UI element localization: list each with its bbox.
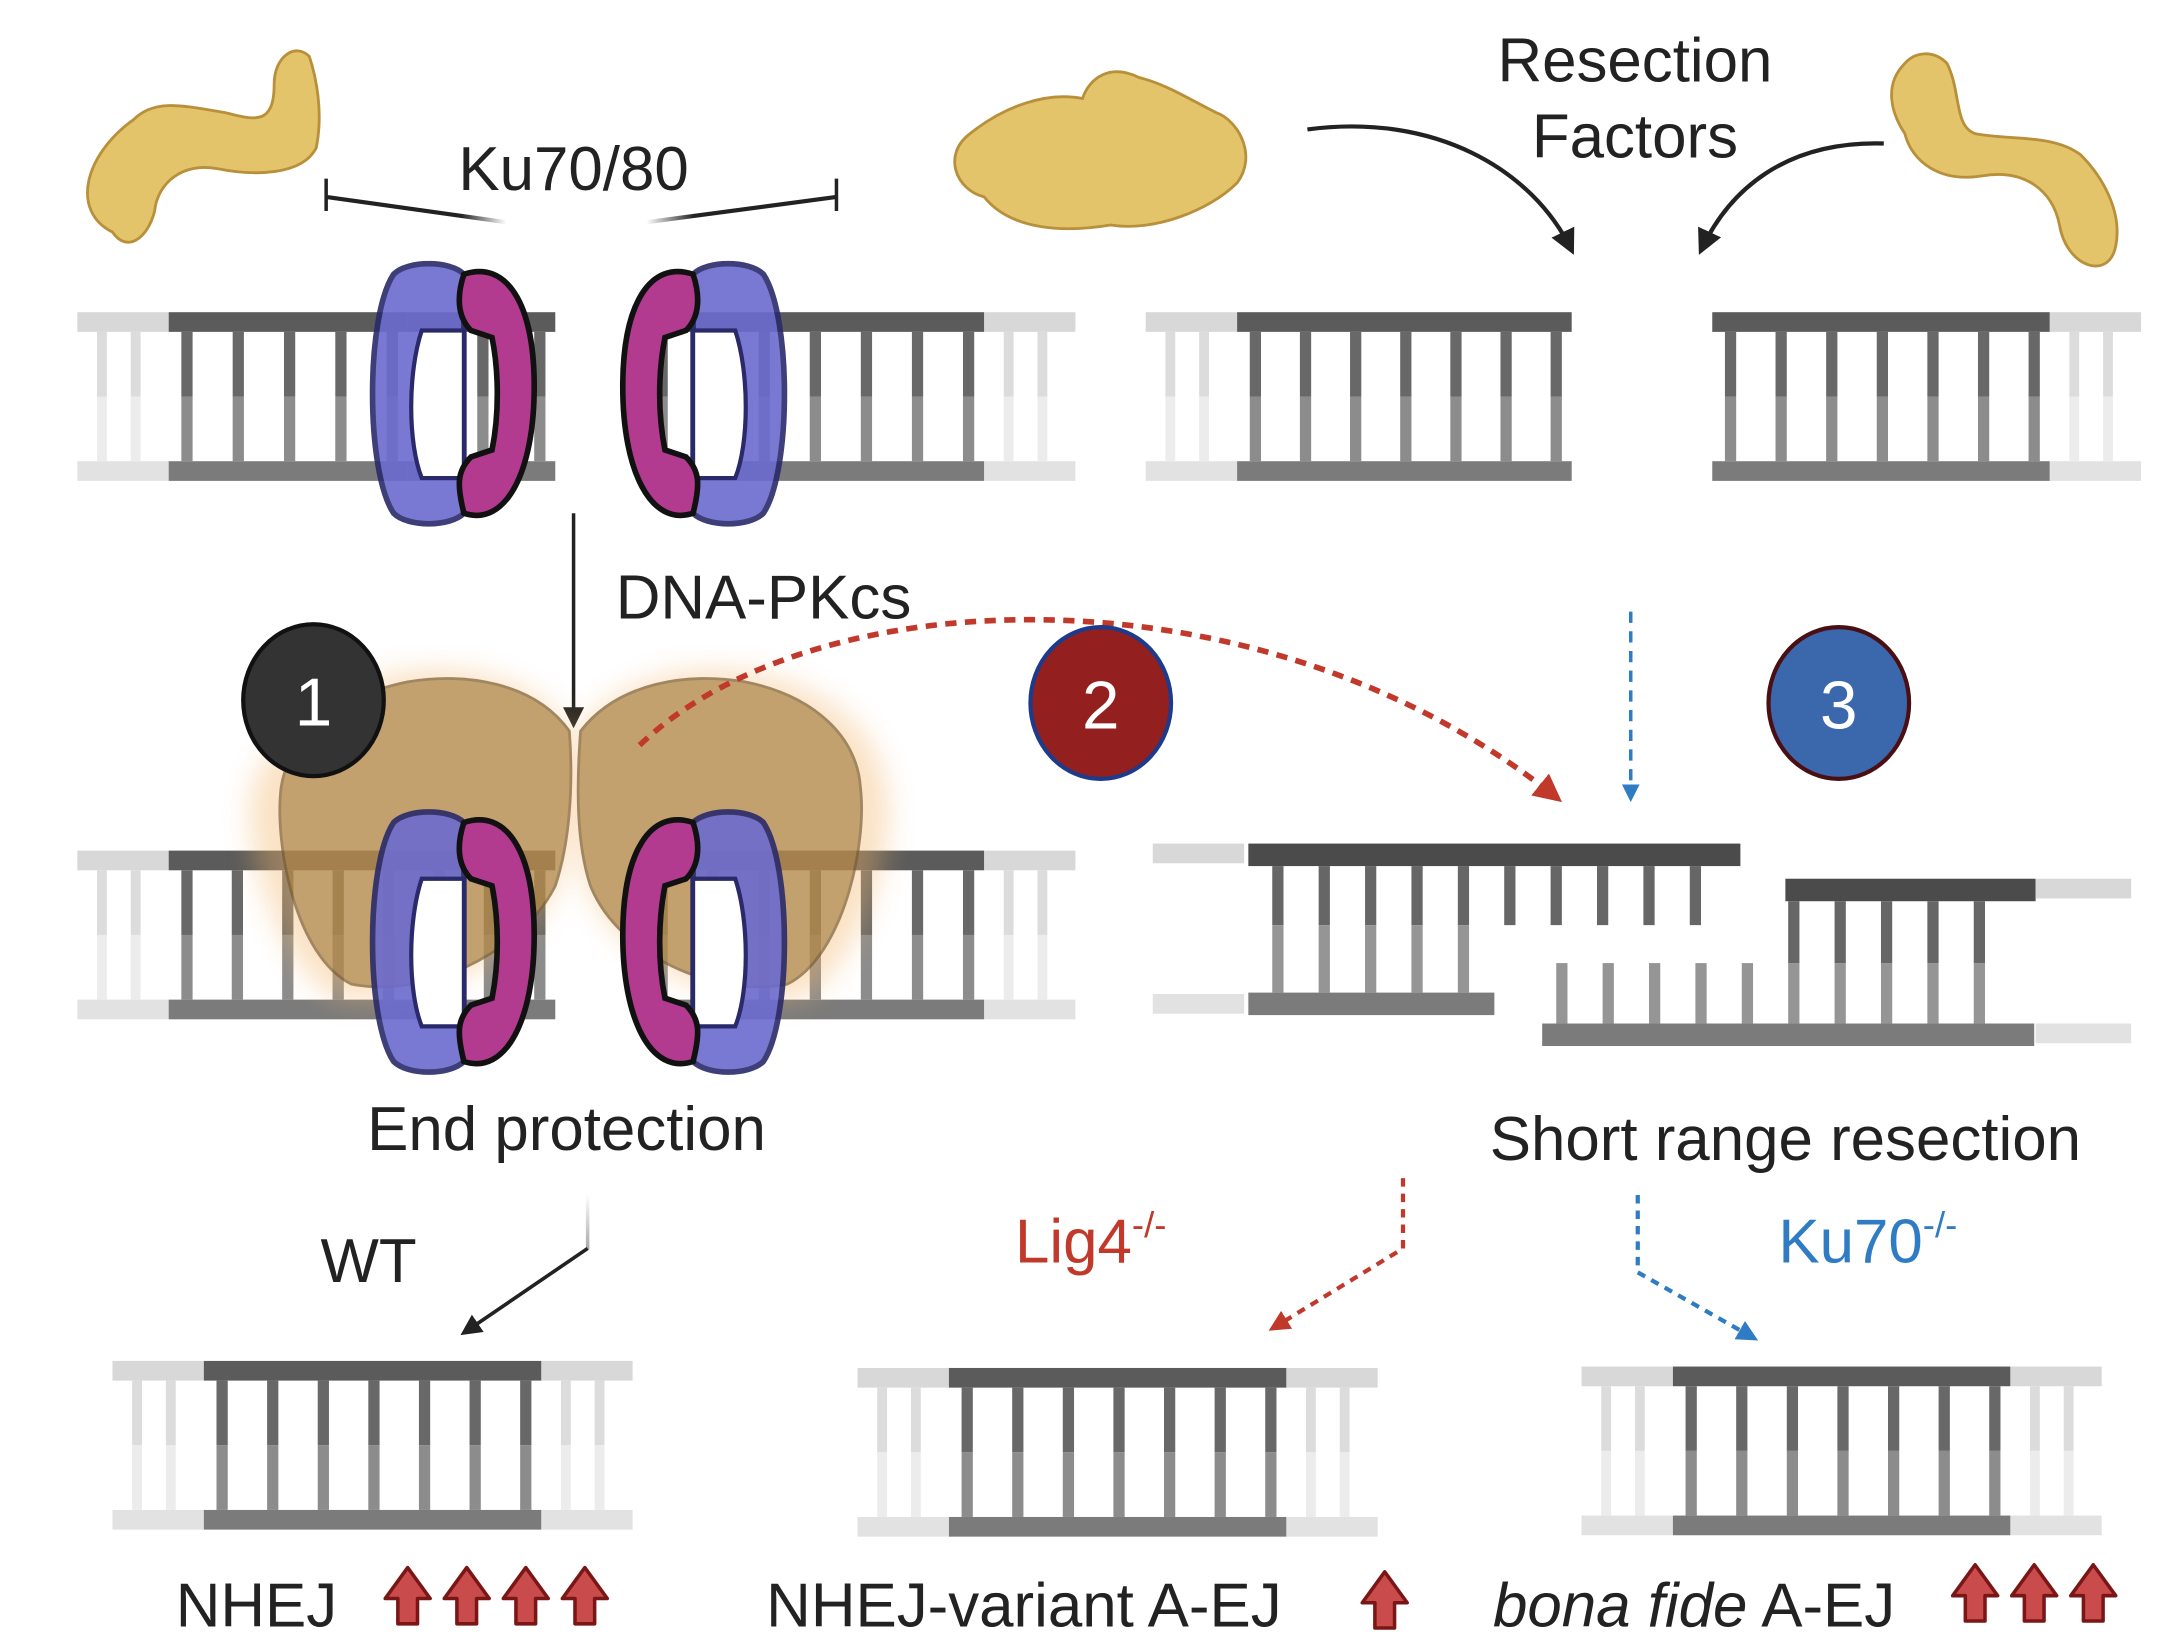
ku70-arrow xyxy=(1635,1195,1759,1341)
resection-factors-label-line2: Factors xyxy=(1532,103,1738,172)
step-1-badge: 1 xyxy=(241,622,386,779)
increase-arrow-icon xyxy=(501,1565,551,1626)
dna-outcome-nhej-variant xyxy=(857,1367,1378,1537)
ku-label: Ku70/80 xyxy=(458,135,688,204)
resection-arrow-right xyxy=(1698,141,1884,255)
increase-arrow-icon xyxy=(383,1565,432,1626)
resection-arrow-left xyxy=(1307,124,1575,255)
wt-arrow-head xyxy=(460,1247,589,1336)
outcome-nhej-variant-label: NHEJ-variant A-EJ xyxy=(766,1572,1282,1641)
increase-arrow-icon xyxy=(2068,1563,2118,1623)
resection-protein-blob-left xyxy=(953,70,1248,231)
dna-top-left-end xyxy=(77,312,408,481)
resection-factors-label-line1: Resection xyxy=(1497,27,1772,96)
svg-text:1: 1 xyxy=(295,665,333,740)
ku-heterodimer-top xyxy=(369,260,788,527)
wt-arrow xyxy=(462,1195,590,1335)
ku-protein-blob-left xyxy=(86,49,321,244)
ku70-label: Ku70-/- xyxy=(1778,1204,1957,1276)
step-2-badge: 2 xyxy=(1028,624,1174,782)
svg-text:3: 3 xyxy=(1820,668,1858,743)
outcome-bona-fide-label: bona fide A-EJ xyxy=(1493,1572,1895,1641)
wt-label: WT xyxy=(321,1227,417,1296)
increase-arrow-icon xyxy=(2009,1563,2059,1623)
dna-outcome-nhej xyxy=(112,1360,633,1530)
dna-resected-ends xyxy=(1152,843,2132,1047)
ku-bracket-left xyxy=(325,194,507,225)
lig4-label: Lig4-/- xyxy=(1015,1204,1166,1276)
increase-arrow-icon xyxy=(1360,1570,1409,1630)
outcome-nhej-label: NHEJ xyxy=(176,1572,338,1641)
dna-outcome-bona-fide xyxy=(1581,1366,2102,1536)
end-protection-label: End protection xyxy=(367,1095,766,1164)
svg-text:2: 2 xyxy=(1082,668,1120,743)
dnapkcs-label: DNA-PKcs xyxy=(616,564,912,633)
short-range-resection-label: Short range resection xyxy=(1490,1105,2081,1174)
resection-protein-blob-right xyxy=(1890,52,2119,268)
increase-arrow-icon xyxy=(1950,1563,2000,1623)
step-3-badge: 3 xyxy=(1766,624,1912,782)
ku-bracket-right xyxy=(646,194,837,225)
lig4-arrow xyxy=(1268,1178,1406,1331)
increase-arrow-icon xyxy=(560,1565,610,1626)
dna-broken-left xyxy=(1145,312,1572,481)
increase-arrow-icon xyxy=(442,1565,491,1626)
dna-broken-right xyxy=(1712,312,2142,481)
ku-heterodimer-middle xyxy=(369,809,788,1075)
